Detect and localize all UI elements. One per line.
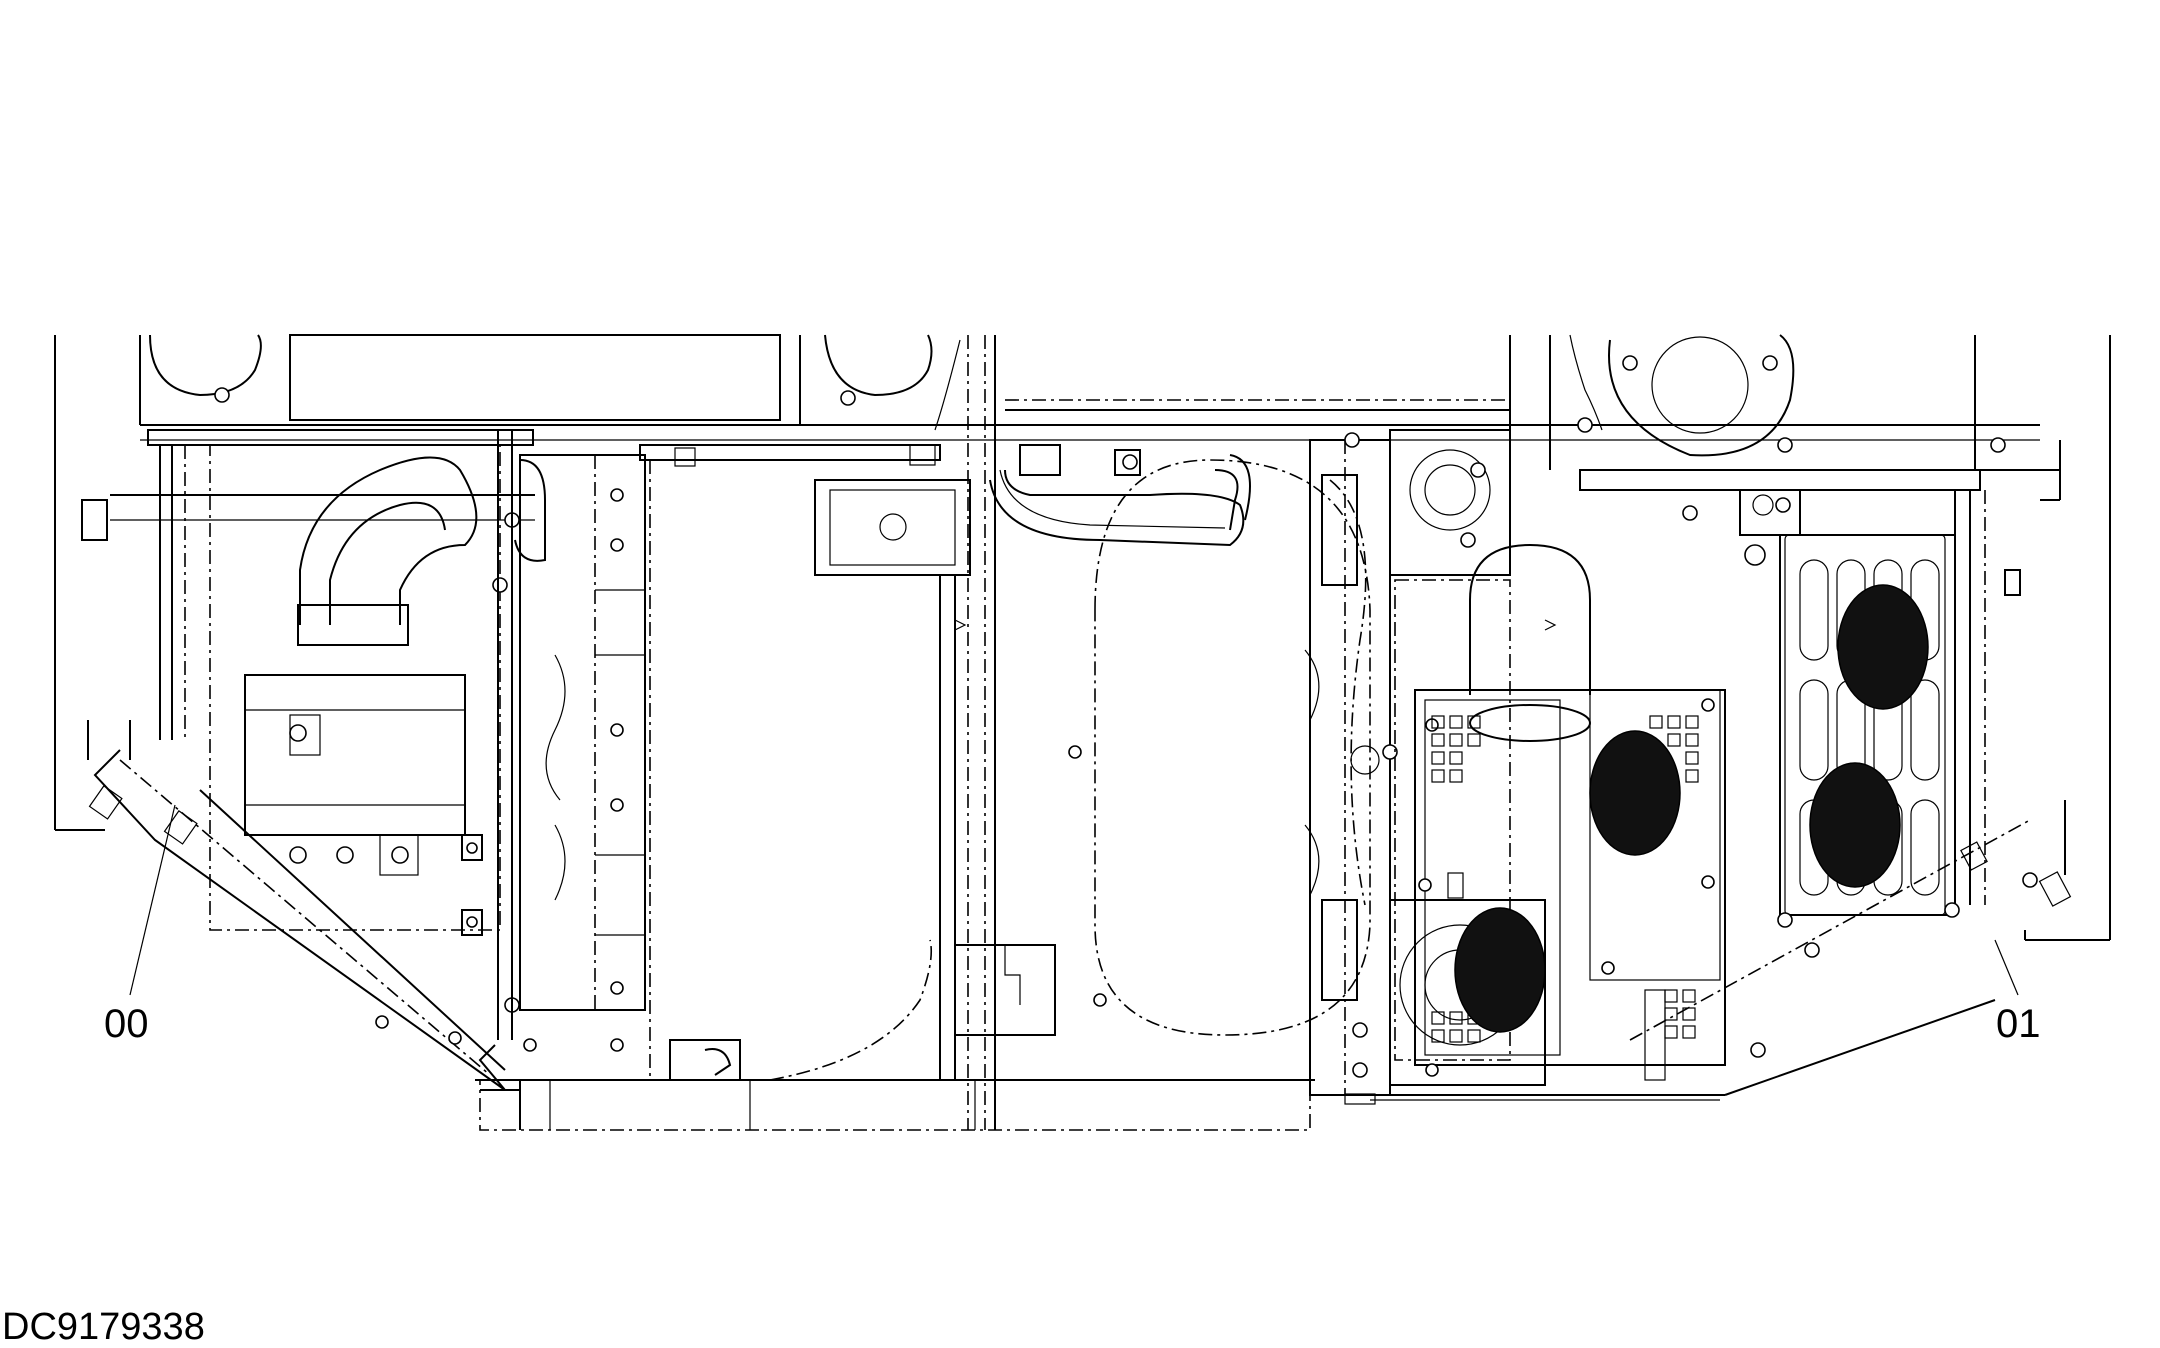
callout-label-00: 00 — [104, 1002, 149, 1046]
document-code: DC9179338 — [2, 1306, 205, 1348]
leader-line-00 — [129, 804, 176, 996]
central-compartment — [475, 460, 1557, 1131]
right-filter-assembly — [1344, 429, 1996, 1105]
radiator-core — [519, 444, 941, 1052]
left-angled-panel — [87, 720, 521, 1130]
top-frame — [54, 334, 2111, 1130]
top-flanges — [149, 334, 1795, 457]
leader-lines — [129, 804, 2019, 996]
left-assembly — [81, 429, 546, 1040]
hose-assembly — [989, 444, 1371, 1036]
right-vent-panel — [1579, 437, 2072, 1041]
leader-line-01 — [1994, 939, 2019, 996]
callout-label-01: 01 — [1996, 1002, 2041, 1046]
right-bracket-column — [1304, 432, 1398, 1096]
